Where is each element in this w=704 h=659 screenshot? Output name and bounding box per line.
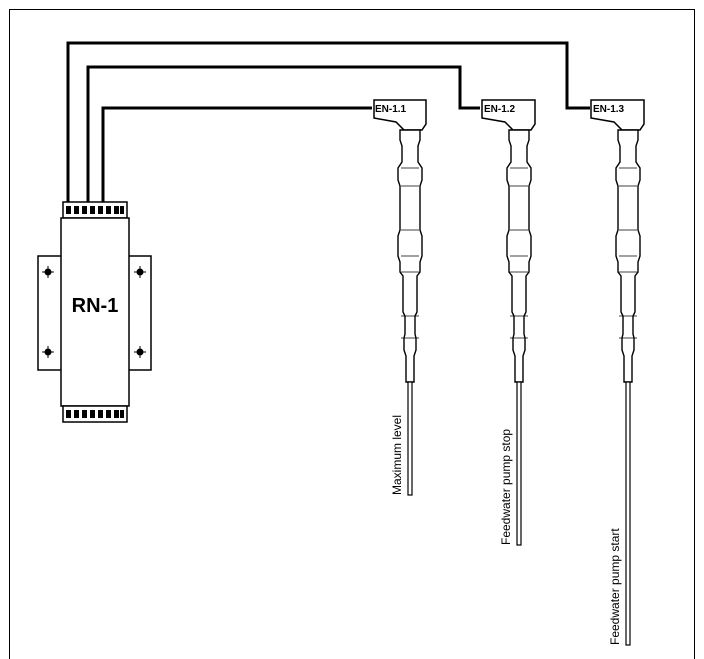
cable-en-1-3	[66, 41, 590, 207]
top-terminal-block	[62, 201, 128, 219]
bottom-terminal-block	[62, 405, 128, 423]
cables	[66, 41, 590, 207]
relay-body	[60, 217, 130, 407]
electrode-function-en-1-2: Feedwater pump stop	[499, 429, 513, 545]
electrode-tag-en-1-3: EN-1.3	[593, 104, 625, 115]
electrode-tag-en-1-1: EN-1.1	[375, 104, 407, 115]
mounting-screws	[42, 266, 146, 358]
electrode-function-en-1-1: Maximum level	[390, 415, 404, 495]
electrode-function-en-1-3: Feedwater pump start	[608, 528, 622, 645]
relay-label: RN-1	[72, 295, 119, 317]
probe-en-1-3	[590, 99, 645, 646]
electrode-tag-en-1-2: EN-1.2	[484, 104, 516, 115]
relay-rn-1: RN-1	[37, 201, 152, 423]
cable-en-1-2	[86, 65, 480, 207]
probe-en-1-2	[481, 99, 536, 546]
probe-en-1-1	[373, 99, 427, 496]
cable-en-1-1	[101, 106, 372, 207]
frame-border	[9, 9, 695, 659]
electrode-probes	[373, 99, 645, 646]
